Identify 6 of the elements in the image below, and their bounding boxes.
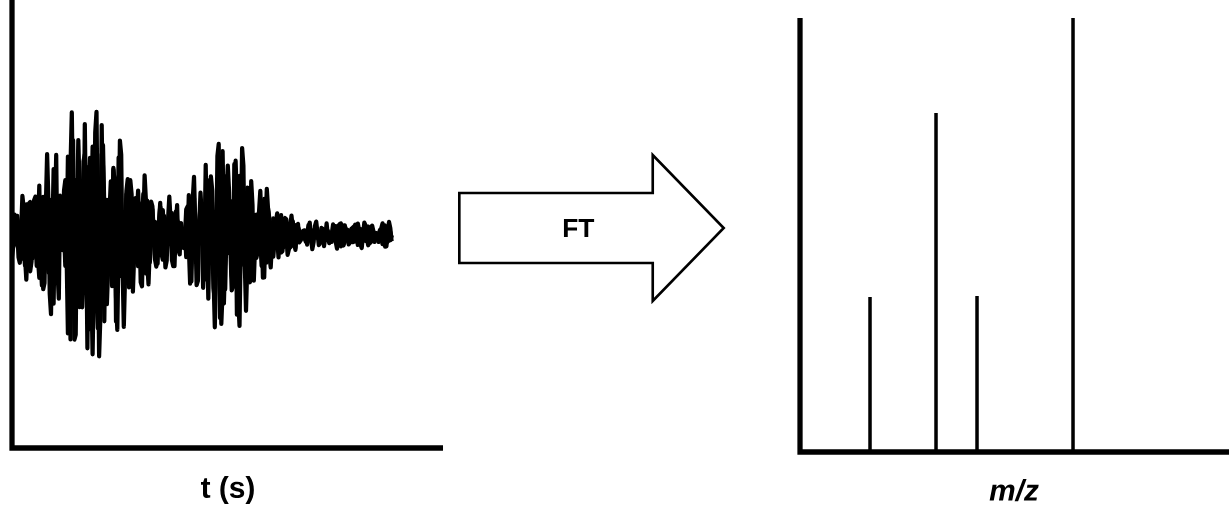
- block-arrow: [458, 151, 726, 305]
- edge-label: FT: [563, 218, 595, 238]
- axis-label: m/z: [989, 478, 1039, 502]
- axis-label: t (s): [201, 476, 254, 504]
- signal-plot-drawing: [9, 0, 443, 451]
- spectrum-plot-drawing: [797, 18, 1229, 455]
